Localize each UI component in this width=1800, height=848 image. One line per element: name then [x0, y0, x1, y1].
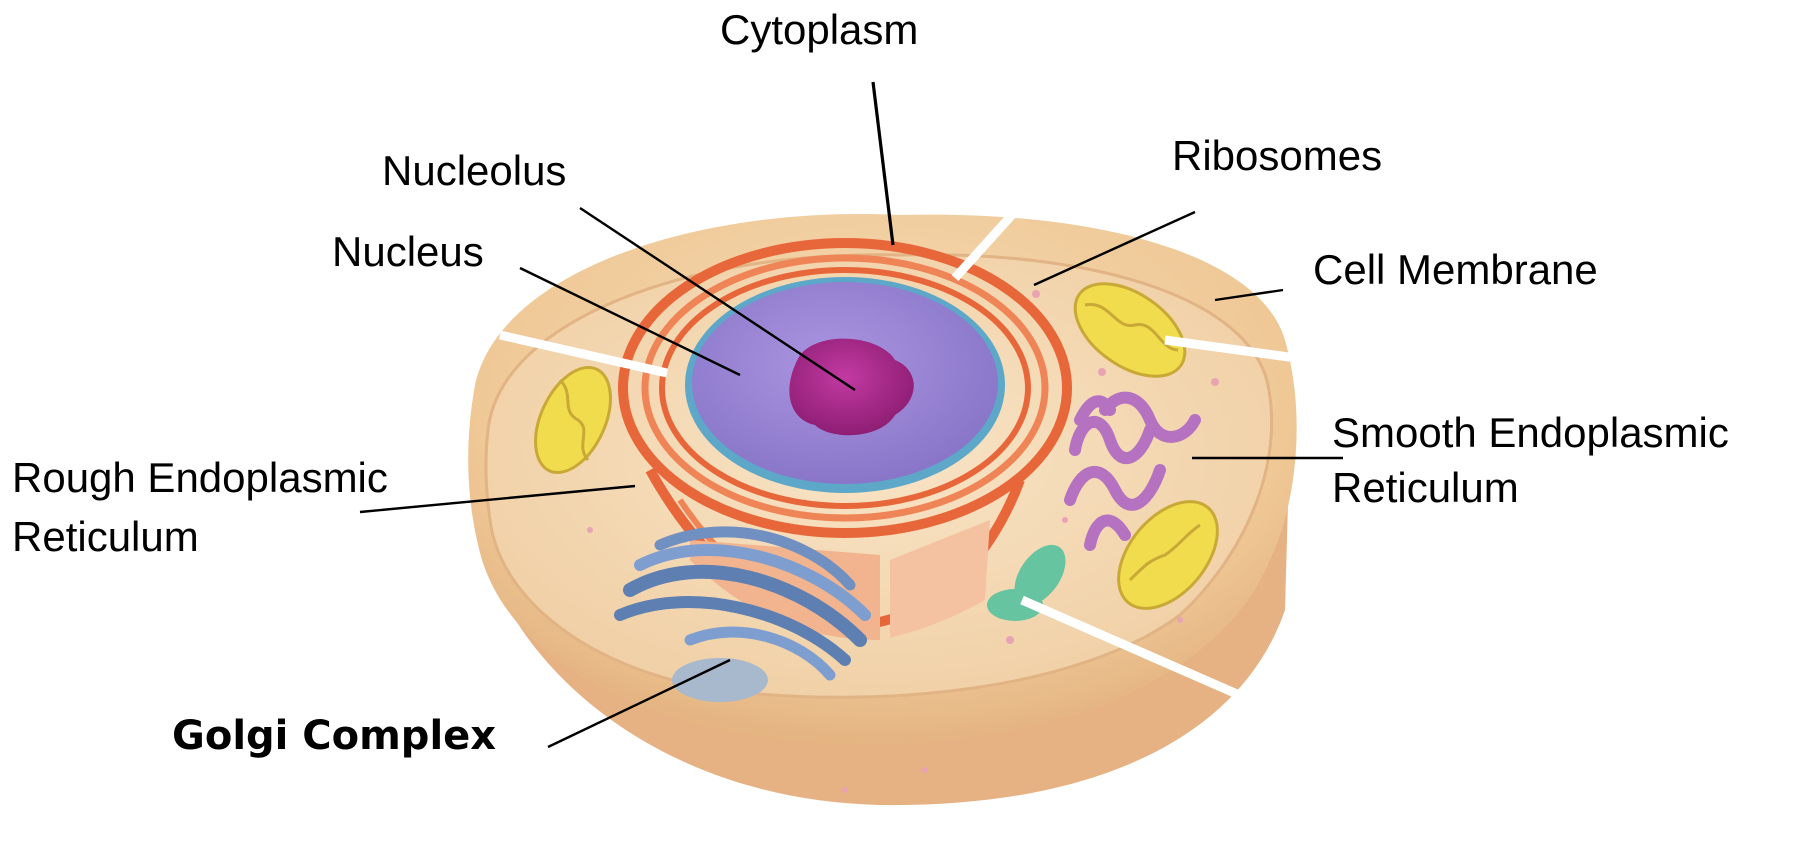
label-nucleus: Nucleus: [332, 228, 484, 275]
label-nucleolus: Nucleolus: [382, 147, 566, 194]
label-rough-er-line1: Rough Endoplasmic: [12, 454, 388, 501]
label-rough-er-line2: Reticulum: [12, 513, 199, 560]
label-golgi: Golgi Complex: [172, 713, 496, 759]
label-ribosomes: Ribosomes: [1172, 132, 1382, 179]
label-cytoplasm: Cytoplasm: [720, 6, 918, 53]
label-smooth-er-line2: Reticulum: [1332, 464, 1519, 511]
label-cell-membrane: Cell Membrane: [1313, 246, 1598, 293]
label-smooth-er-line1: Smooth Endoplasmic: [1332, 409, 1729, 456]
